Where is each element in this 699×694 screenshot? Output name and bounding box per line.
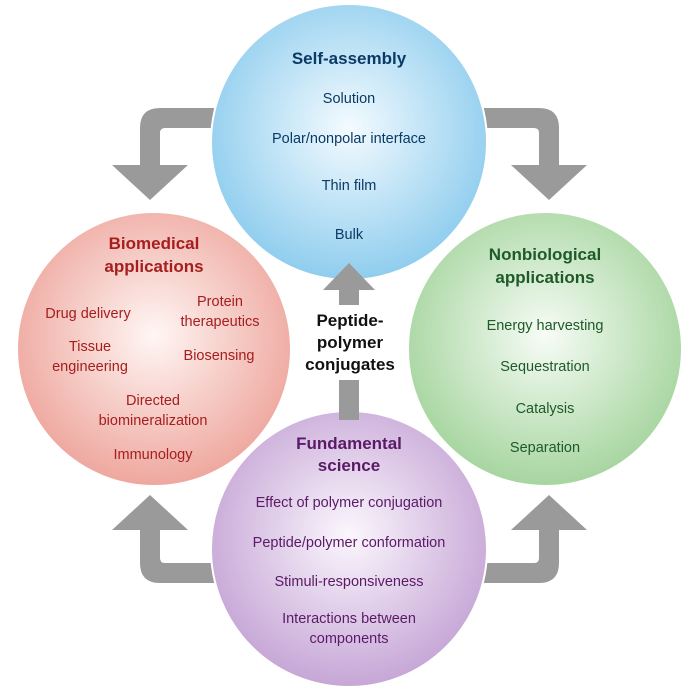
self-assembly-item-thin-film: Thin film: [321, 178, 377, 194]
fundamental-title-line2: science: [317, 456, 381, 475]
biomedical-title-line2: applications: [104, 257, 204, 276]
fundamental-item-conformation: Peptide/polymer conformation: [252, 535, 446, 551]
nonbiological-title-line1: Nonbiological: [488, 245, 602, 264]
biomedical-title-line1: Biomedical: [108, 234, 200, 253]
arrow-bottom-left: [112, 495, 215, 583]
fundamental-item-interactions: Interactions between components: [282, 611, 416, 647]
self-assembly-item-solution: Solution: [322, 91, 376, 107]
self-assembly-item-interface: Polar/nonpolar interface: [272, 131, 426, 147]
self-assembly-title: Self-assembly: [291, 49, 407, 68]
arrow-bottom-right: [484, 495, 587, 583]
nonbiological-item-sequestration: Sequestration: [500, 359, 590, 375]
biomedical-item-tissue-engineering: Tissue engineering: [52, 339, 128, 375]
circle-nonbiological: [407, 211, 683, 487]
center-label-backdrop: [303, 305, 397, 380]
fundamental-title-line1: Fundamental: [296, 434, 402, 453]
circle-biomedical: [16, 211, 292, 487]
nonbiological-item-separation: Separation: [509, 440, 581, 456]
biomedical-item-drug-delivery: Drug delivery: [45, 306, 131, 322]
biomedical-item-protein-therapeutics: Protein therapeutics: [180, 294, 260, 330]
nonbiological-title-line2: applications: [495, 268, 595, 287]
nonbiological-item-catalysis: Catalysis: [515, 401, 575, 417]
center-label: Peptide-polymer conjugates: [305, 311, 395, 374]
biomedical-item-directed-biomineralization: Directed biomineralization: [98, 393, 208, 429]
biomedical-item-immunology: Immunology: [113, 447, 193, 463]
corner-arrows: [112, 108, 587, 583]
arrow-top-left: [112, 108, 215, 200]
fundamental-item-conjugation: Effect of polymer conjugation: [255, 495, 443, 511]
fundamental-item-stimuli: Stimuli-responsiveness: [274, 574, 424, 590]
self-assembly-item-bulk: Bulk: [334, 227, 364, 243]
nonbiological-item-energy: Energy harvesting: [486, 318, 604, 334]
arrow-top-right: [484, 108, 587, 200]
biomedical-item-biosensing: Biosensing: [183, 348, 255, 364]
